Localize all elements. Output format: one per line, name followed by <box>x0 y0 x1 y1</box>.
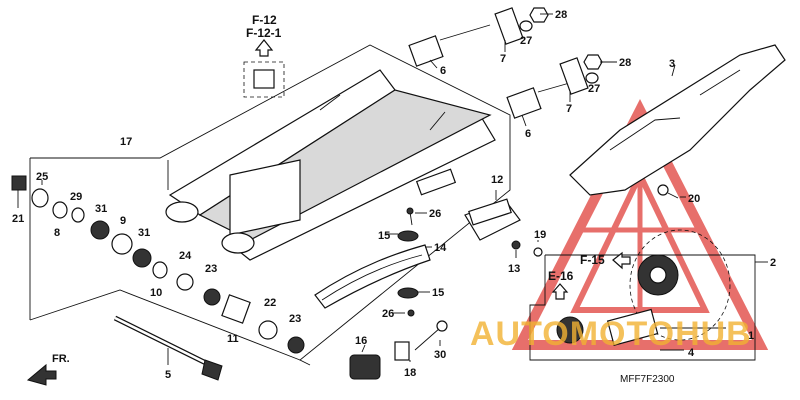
callout-15-lower: 15 <box>432 287 444 299</box>
callout-27-upper: 27 <box>520 35 532 47</box>
washer-part-15b <box>397 287 419 299</box>
callout-26-lower: 26 <box>382 308 394 320</box>
leader-lines <box>17 13 768 365</box>
callout-28-upper: 28 <box>555 9 567 21</box>
callout-7-upper: 7 <box>500 53 506 65</box>
callout-4: 4 <box>688 347 695 359</box>
callout-20: 20 <box>688 193 700 205</box>
chain-case <box>569 44 786 196</box>
washer-part-27a <box>519 20 533 32</box>
callout-16: 16 <box>355 335 367 347</box>
ref-e16-label: E-16 <box>548 269 574 283</box>
callout-12: 12 <box>491 174 503 186</box>
ref-f12-group: F-12 F-12-1 <box>243 13 285 98</box>
callout-23-upper: 23 <box>205 263 217 275</box>
chain-adjuster-upper <box>408 7 524 67</box>
callout-21: 21 <box>12 213 24 225</box>
bolt-part-26b <box>407 309 415 317</box>
callout-labels: 1 2 3 4 5 6 6 7 7 8 9 10 11 12 13 14 15 … <box>12 9 776 381</box>
ref-e16-group: E-16 <box>548 269 574 300</box>
front-arrow-label: FR. <box>52 353 70 365</box>
drive-group-outline <box>529 254 756 361</box>
callout-6-lower: 6 <box>525 128 531 140</box>
callout-17: 17 <box>120 136 132 148</box>
callout-23-lower: 23 <box>289 313 301 325</box>
pivot-stack-left <box>11 175 168 279</box>
bolt-part-19 <box>533 247 543 257</box>
callout-19: 19 <box>534 229 546 241</box>
callout-1: 1 <box>748 330 754 342</box>
callout-26-upper: 26 <box>429 208 441 220</box>
front-arrow: FR. <box>26 353 70 386</box>
watermark-text: AUTOMOTOHUB <box>470 315 752 353</box>
swingarm-group-outline <box>29 44 511 366</box>
callout-18: 18 <box>404 367 416 379</box>
callout-10: 10 <box>150 287 162 299</box>
pivot-bolt <box>113 315 223 381</box>
swingarm <box>165 69 496 261</box>
ref-f15-group: F-15 <box>580 251 631 270</box>
ref-f12-label: F-12 <box>252 13 277 27</box>
callout-11: 11 <box>227 333 239 345</box>
callout-22: 22 <box>264 297 276 309</box>
nut-part-28b <box>583 54 603 70</box>
diagram-code: MFF7F2300 <box>620 374 675 385</box>
callout-25: 25 <box>36 171 48 183</box>
nut-part-28a <box>529 7 549 23</box>
washer-part-27b <box>585 72 599 84</box>
callout-15-upper: 15 <box>378 230 390 242</box>
callout-14: 14 <box>434 242 447 254</box>
callout-9: 9 <box>120 215 126 227</box>
callout-2: 2 <box>770 257 776 269</box>
callout-6-upper: 6 <box>440 65 446 77</box>
callout-13: 13 <box>508 263 520 275</box>
callout-7-lower: 7 <box>566 103 572 115</box>
callout-30: 30 <box>434 349 446 361</box>
callout-28-lower: 28 <box>619 57 631 69</box>
washer-part-15a <box>397 230 419 242</box>
callout-29: 29 <box>70 191 82 203</box>
bolt-part-20 <box>657 184 679 199</box>
collar-part-18 <box>394 341 410 361</box>
chain-slider <box>314 244 431 309</box>
ref-f15-label: F-15 <box>580 253 605 267</box>
bolt-part-30 <box>414 320 448 351</box>
callout-8: 8 <box>54 227 60 239</box>
chain-adjuster-lower <box>506 57 589 119</box>
ref-f121-label: F-12-1 <box>246 26 282 40</box>
bolt-part-26a <box>406 207 414 226</box>
callout-27-lower: 27 <box>588 83 600 95</box>
callout-24: 24 <box>179 250 192 262</box>
pivot-stack-lower <box>176 273 305 354</box>
drive-chain-sprocket <box>556 229 731 346</box>
chain-guide <box>464 198 521 241</box>
bolt-part-13 <box>511 240 521 250</box>
callout-31-right: 31 <box>138 227 150 239</box>
callout-31-left: 31 <box>95 203 107 215</box>
rubber-part-16 <box>349 354 381 380</box>
callout-3: 3 <box>669 58 675 70</box>
callout-5: 5 <box>165 369 171 381</box>
